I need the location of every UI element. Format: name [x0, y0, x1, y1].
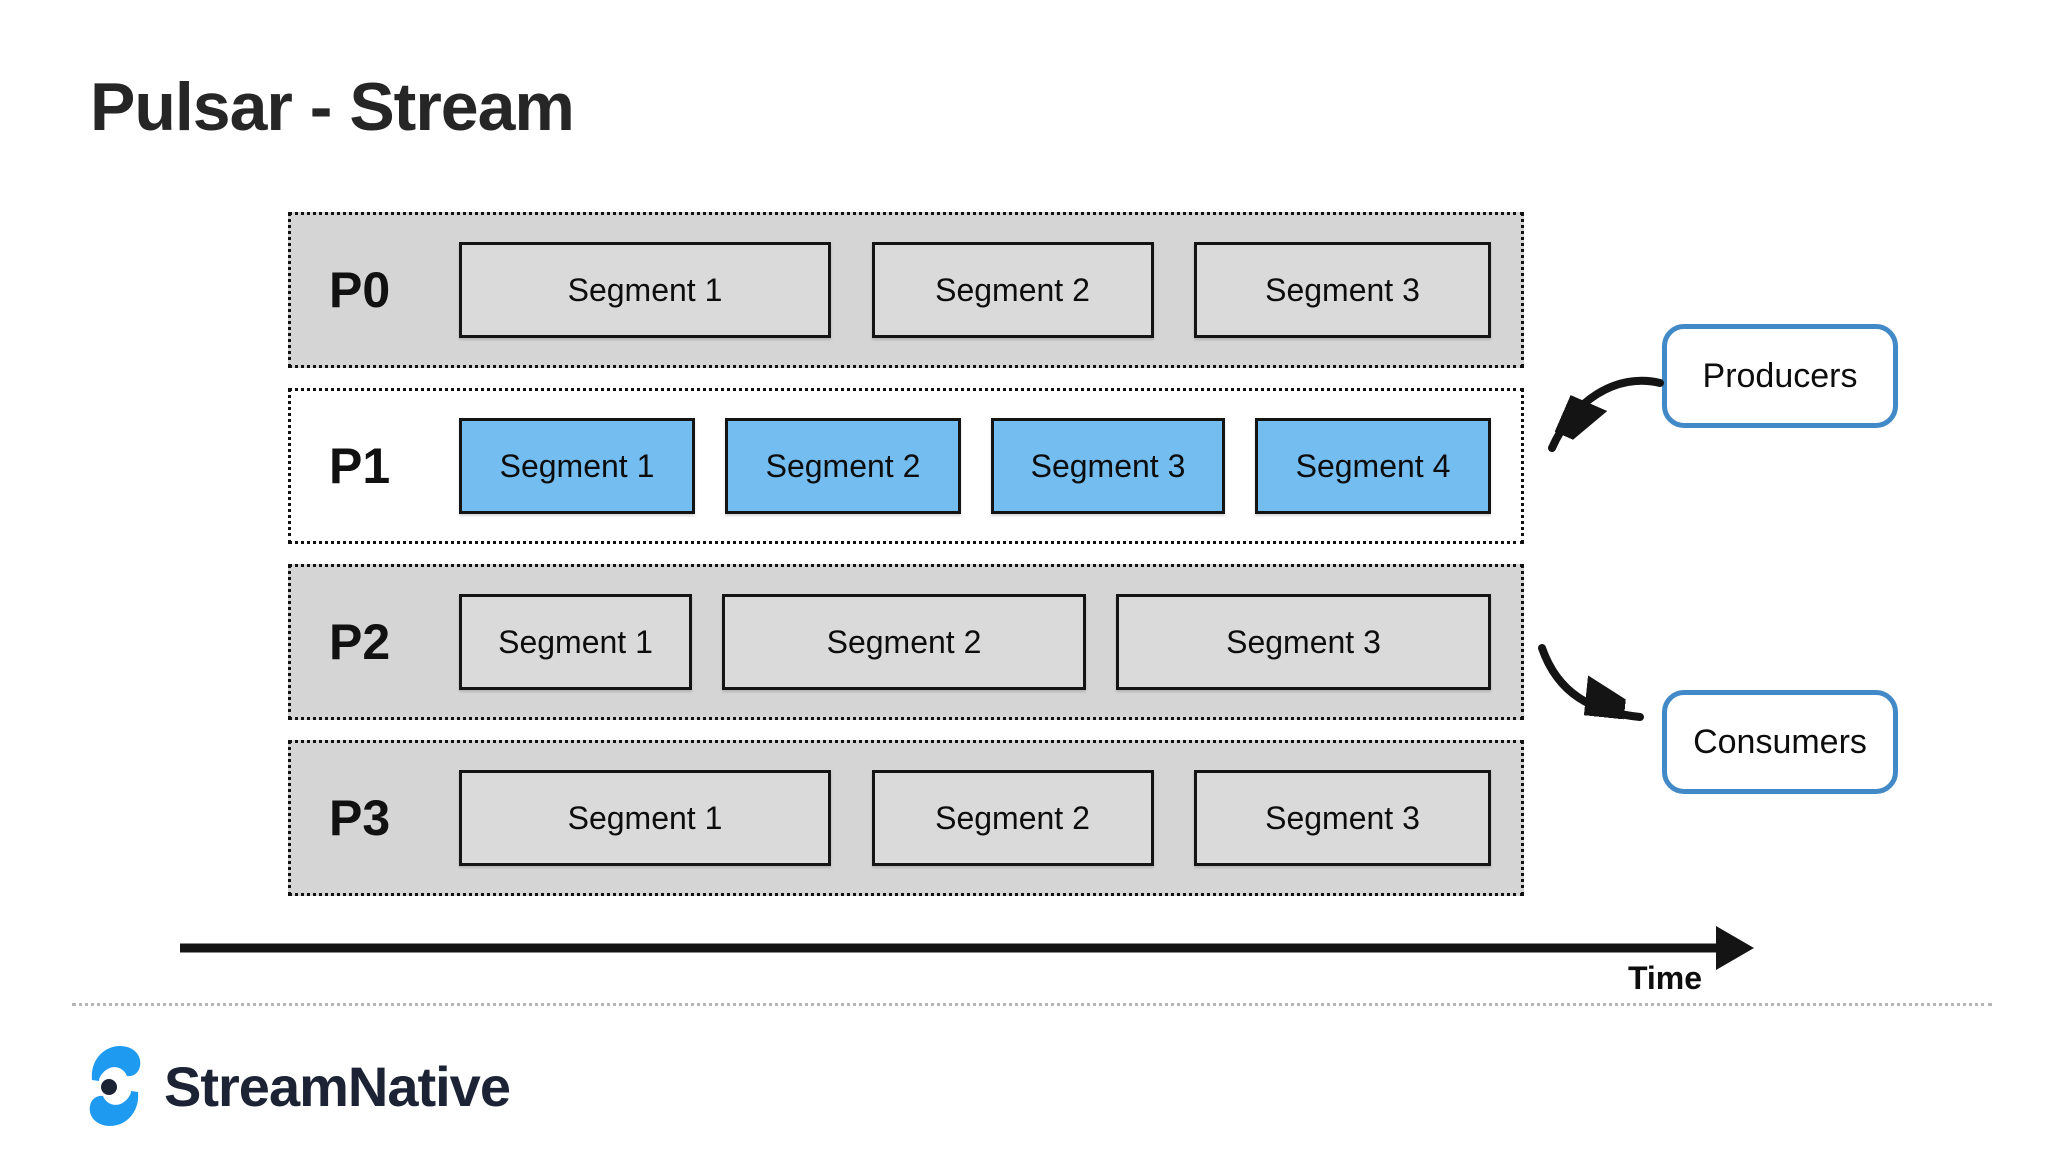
partition-label: P3: [329, 790, 391, 846]
segment-p2-3: Segment 3: [1116, 594, 1491, 690]
time-label: Time: [1627, 960, 1703, 996]
segment-p2-1: Segment 1: [459, 594, 692, 690]
segment-p0-3: Segment 3: [1194, 242, 1491, 338]
segment-p1-2: Segment 2: [725, 418, 961, 514]
segment-p1-1: Segment 1: [459, 418, 695, 514]
partition-label: P2: [329, 614, 391, 670]
segment-p3-3: Segment 3: [1194, 770, 1491, 866]
partition-row-p3: P3 Segment 1 Segment 2 Segment 3: [288, 740, 1524, 896]
segment-list: Segment 1 Segment 2 Segment 3: [459, 242, 1491, 338]
brand-name: StreamNative: [164, 1054, 511, 1118]
producers-box: Producers: [1662, 324, 1898, 428]
partition-label: P1: [329, 438, 391, 494]
producer-arrow: [1548, 376, 1664, 452]
segment-list: Segment 1 Segment 2 Segment 3 Segment 4: [459, 418, 1491, 514]
segment-list: Segment 1 Segment 2 Segment 3: [459, 770, 1491, 866]
segment-p2-2: Segment 2: [722, 594, 1086, 690]
time-axis-arrow: [180, 926, 1754, 970]
partition-row-p2: P2 Segment 1 Segment 2 Segment 3: [288, 564, 1524, 720]
segment-p3-1: Segment 1: [459, 770, 831, 866]
consumers-label: Consumers: [1693, 722, 1867, 761]
brand-lockup: StreamNative: [88, 1044, 511, 1128]
partition-row-p1: P1 Segment 1 Segment 2 Segment 3 Segment 4: [288, 388, 1524, 544]
segment-list: Segment 1 Segment 2 Segment 3: [459, 594, 1491, 690]
footer-divider: [72, 1003, 1992, 1006]
streamnative-logo-icon: [89, 1046, 141, 1126]
producers-label: Producers: [1702, 356, 1858, 395]
segment-p0-1: Segment 1: [459, 242, 831, 338]
segment-p0-2: Segment 2: [871, 242, 1154, 338]
consumer-arrow: [1538, 644, 1644, 721]
partition-row-p0: P0 Segment 1 Segment 2 Segment 3: [288, 212, 1524, 368]
page-title: Pulsar - Stream: [90, 69, 575, 145]
partition-label: P0: [329, 262, 391, 318]
segment-p1-3: Segment 3: [991, 418, 1225, 514]
segment-p1-4: Segment 4: [1255, 418, 1491, 514]
segment-p3-2: Segment 2: [871, 770, 1154, 866]
consumers-box: Consumers: [1662, 690, 1898, 794]
